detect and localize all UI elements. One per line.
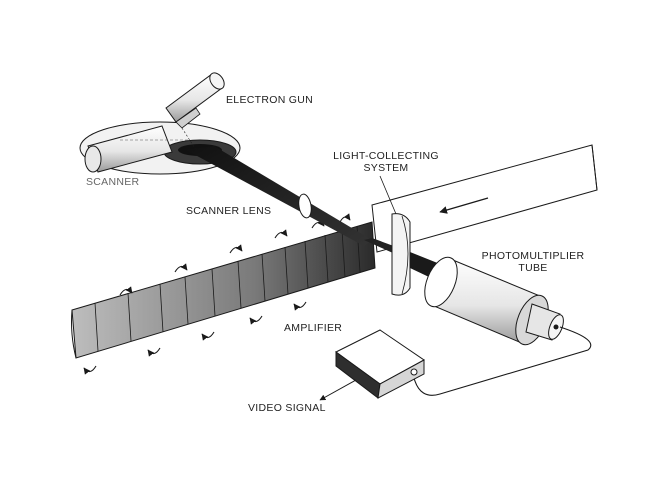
film-strip-frames [71,221,376,359]
light-collecting-lens [391,213,411,296]
label-video-signal: VIDEO SIGNAL [248,402,326,414]
label-scanner: SCANNER [86,176,140,188]
film-strip-upper [371,144,598,253]
electron-gun [165,72,225,151]
leader-lines [379,175,397,215]
label-scanner-lens: SCANNER LENS [186,205,272,217]
label-photomultiplier-line2: TUBE [518,262,548,274]
signal-wire [413,326,592,396]
label-photomultiplier: PHOTOMULTIPLIER TUBE [474,250,592,274]
scanner-housing [79,121,241,175]
label-light-collecting: LIGHT-COLLECTING SYSTEM [330,150,442,174]
scanner-lens [298,193,312,219]
rotation-arrows [83,213,351,375]
video-signal-arrow [319,379,357,401]
photomultiplier-tube [424,256,564,346]
label-light-collecting-line1: LIGHT-COLLECTING [333,150,439,162]
label-amplifier: AMPLIFIER [284,322,343,334]
amplifier-box [335,329,425,399]
label-light-collecting-line2: SYSTEM [363,162,409,174]
label-photomultiplier-line1: PHOTOMULTIPLIER [481,250,585,262]
label-electron-gun: ELECTRON GUN [226,94,314,106]
